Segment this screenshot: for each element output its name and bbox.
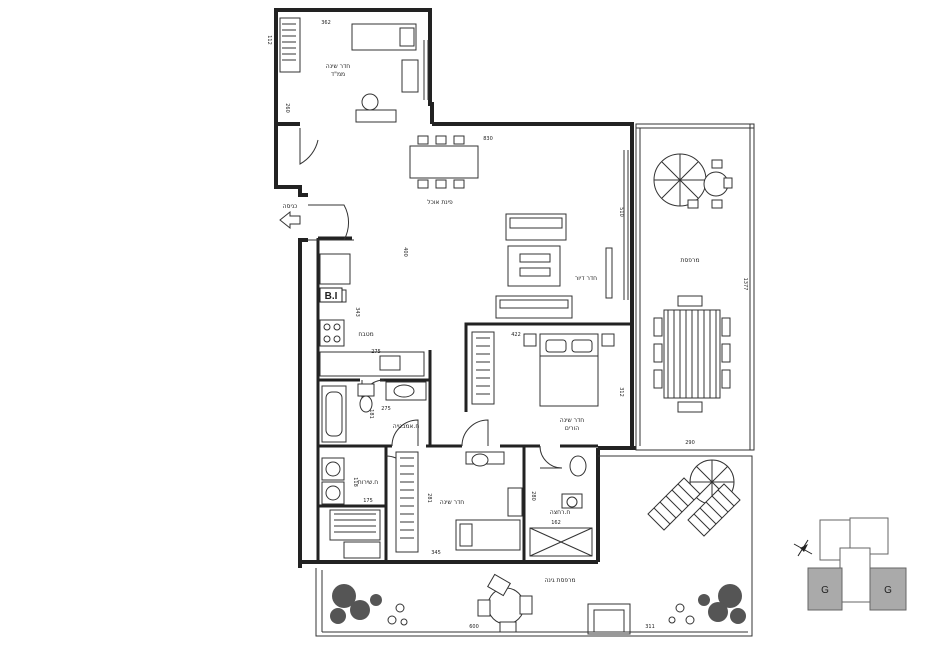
key-unit-left: G <box>821 585 829 596</box>
terrace-furniture <box>477 459 741 633</box>
key-plan <box>793 517 907 611</box>
plants <box>330 584 746 626</box>
dim-275b: 275 <box>381 406 391 412</box>
dim-280: 280 <box>530 491 536 501</box>
dim-260: 260 <box>284 103 290 113</box>
label-garden-terrace: מרפסת גינה <box>544 577 575 584</box>
label-master-bedroom-1: חדר שינה <box>560 417 584 424</box>
label-balcony: מרפסת <box>680 257 699 264</box>
label-kitchen: מטבח <box>358 331 373 338</box>
label-safe-room-2: ממ"ד <box>331 71 345 78</box>
kitchen-furniture <box>319 253 425 377</box>
dim-275a: 275 <box>371 349 381 355</box>
dim-362: 362 <box>321 20 331 26</box>
bedroom-furniture <box>395 451 523 553</box>
dim-343: 343 <box>354 307 360 317</box>
dim-118: 118 <box>352 477 358 487</box>
dim-830: 830 <box>483 136 493 142</box>
dim-281: 281 <box>426 493 432 503</box>
dim-1377: 1377 <box>742 278 748 291</box>
label-master-bedroom-2: הורים <box>565 425 579 432</box>
dim-345: 345 <box>431 550 441 556</box>
dim-510: 510 <box>618 207 624 217</box>
balcony-furniture <box>653 153 733 413</box>
label-living: חדר דיור <box>575 275 597 282</box>
label-general-bath: ח.אמבטיה <box>393 423 420 430</box>
dim-290: 290 <box>685 440 695 446</box>
outer-walls <box>274 8 636 568</box>
dining-table <box>409 135 479 189</box>
garden-terrace-outline <box>315 455 753 637</box>
label-shower: ח.רחצה <box>550 509 571 516</box>
label-laundry: ח.שירות <box>358 479 378 486</box>
storage-fixtures <box>329 509 381 559</box>
dim-162: 162 <box>551 520 561 526</box>
interior-walls <box>316 150 632 562</box>
key-unit-right: G <box>884 585 892 596</box>
north-compass-icon <box>793 539 813 557</box>
laundry-fixtures <box>321 457 345 505</box>
dim-175: 175 <box>363 498 373 504</box>
dim-312: 312 <box>618 387 624 397</box>
dim-112: 112 <box>266 35 272 45</box>
label-entrance: כניסה <box>283 203 298 210</box>
label-dining: פינת אוכל <box>427 199 453 206</box>
label-safe-room-1: חדר שינה <box>326 63 350 70</box>
bath-fixtures <box>321 381 427 443</box>
entrance-arrow-icon <box>279 210 301 230</box>
living-furniture <box>495 213 613 319</box>
dim-600: 600 <box>469 624 479 630</box>
shower-fixtures <box>529 455 593 557</box>
label-bedroom: חדר שינה <box>440 499 464 506</box>
dim-422: 422 <box>511 332 521 338</box>
balcony-outline <box>635 123 755 451</box>
safe-room-furniture <box>279 17 429 123</box>
label-built-in: B.I <box>325 291 338 302</box>
dim-311: 311 <box>645 624 655 630</box>
master-bedroom-furniture <box>471 331 615 407</box>
dim-400: 400 <box>402 247 408 257</box>
dim-181: 181 <box>368 409 374 419</box>
